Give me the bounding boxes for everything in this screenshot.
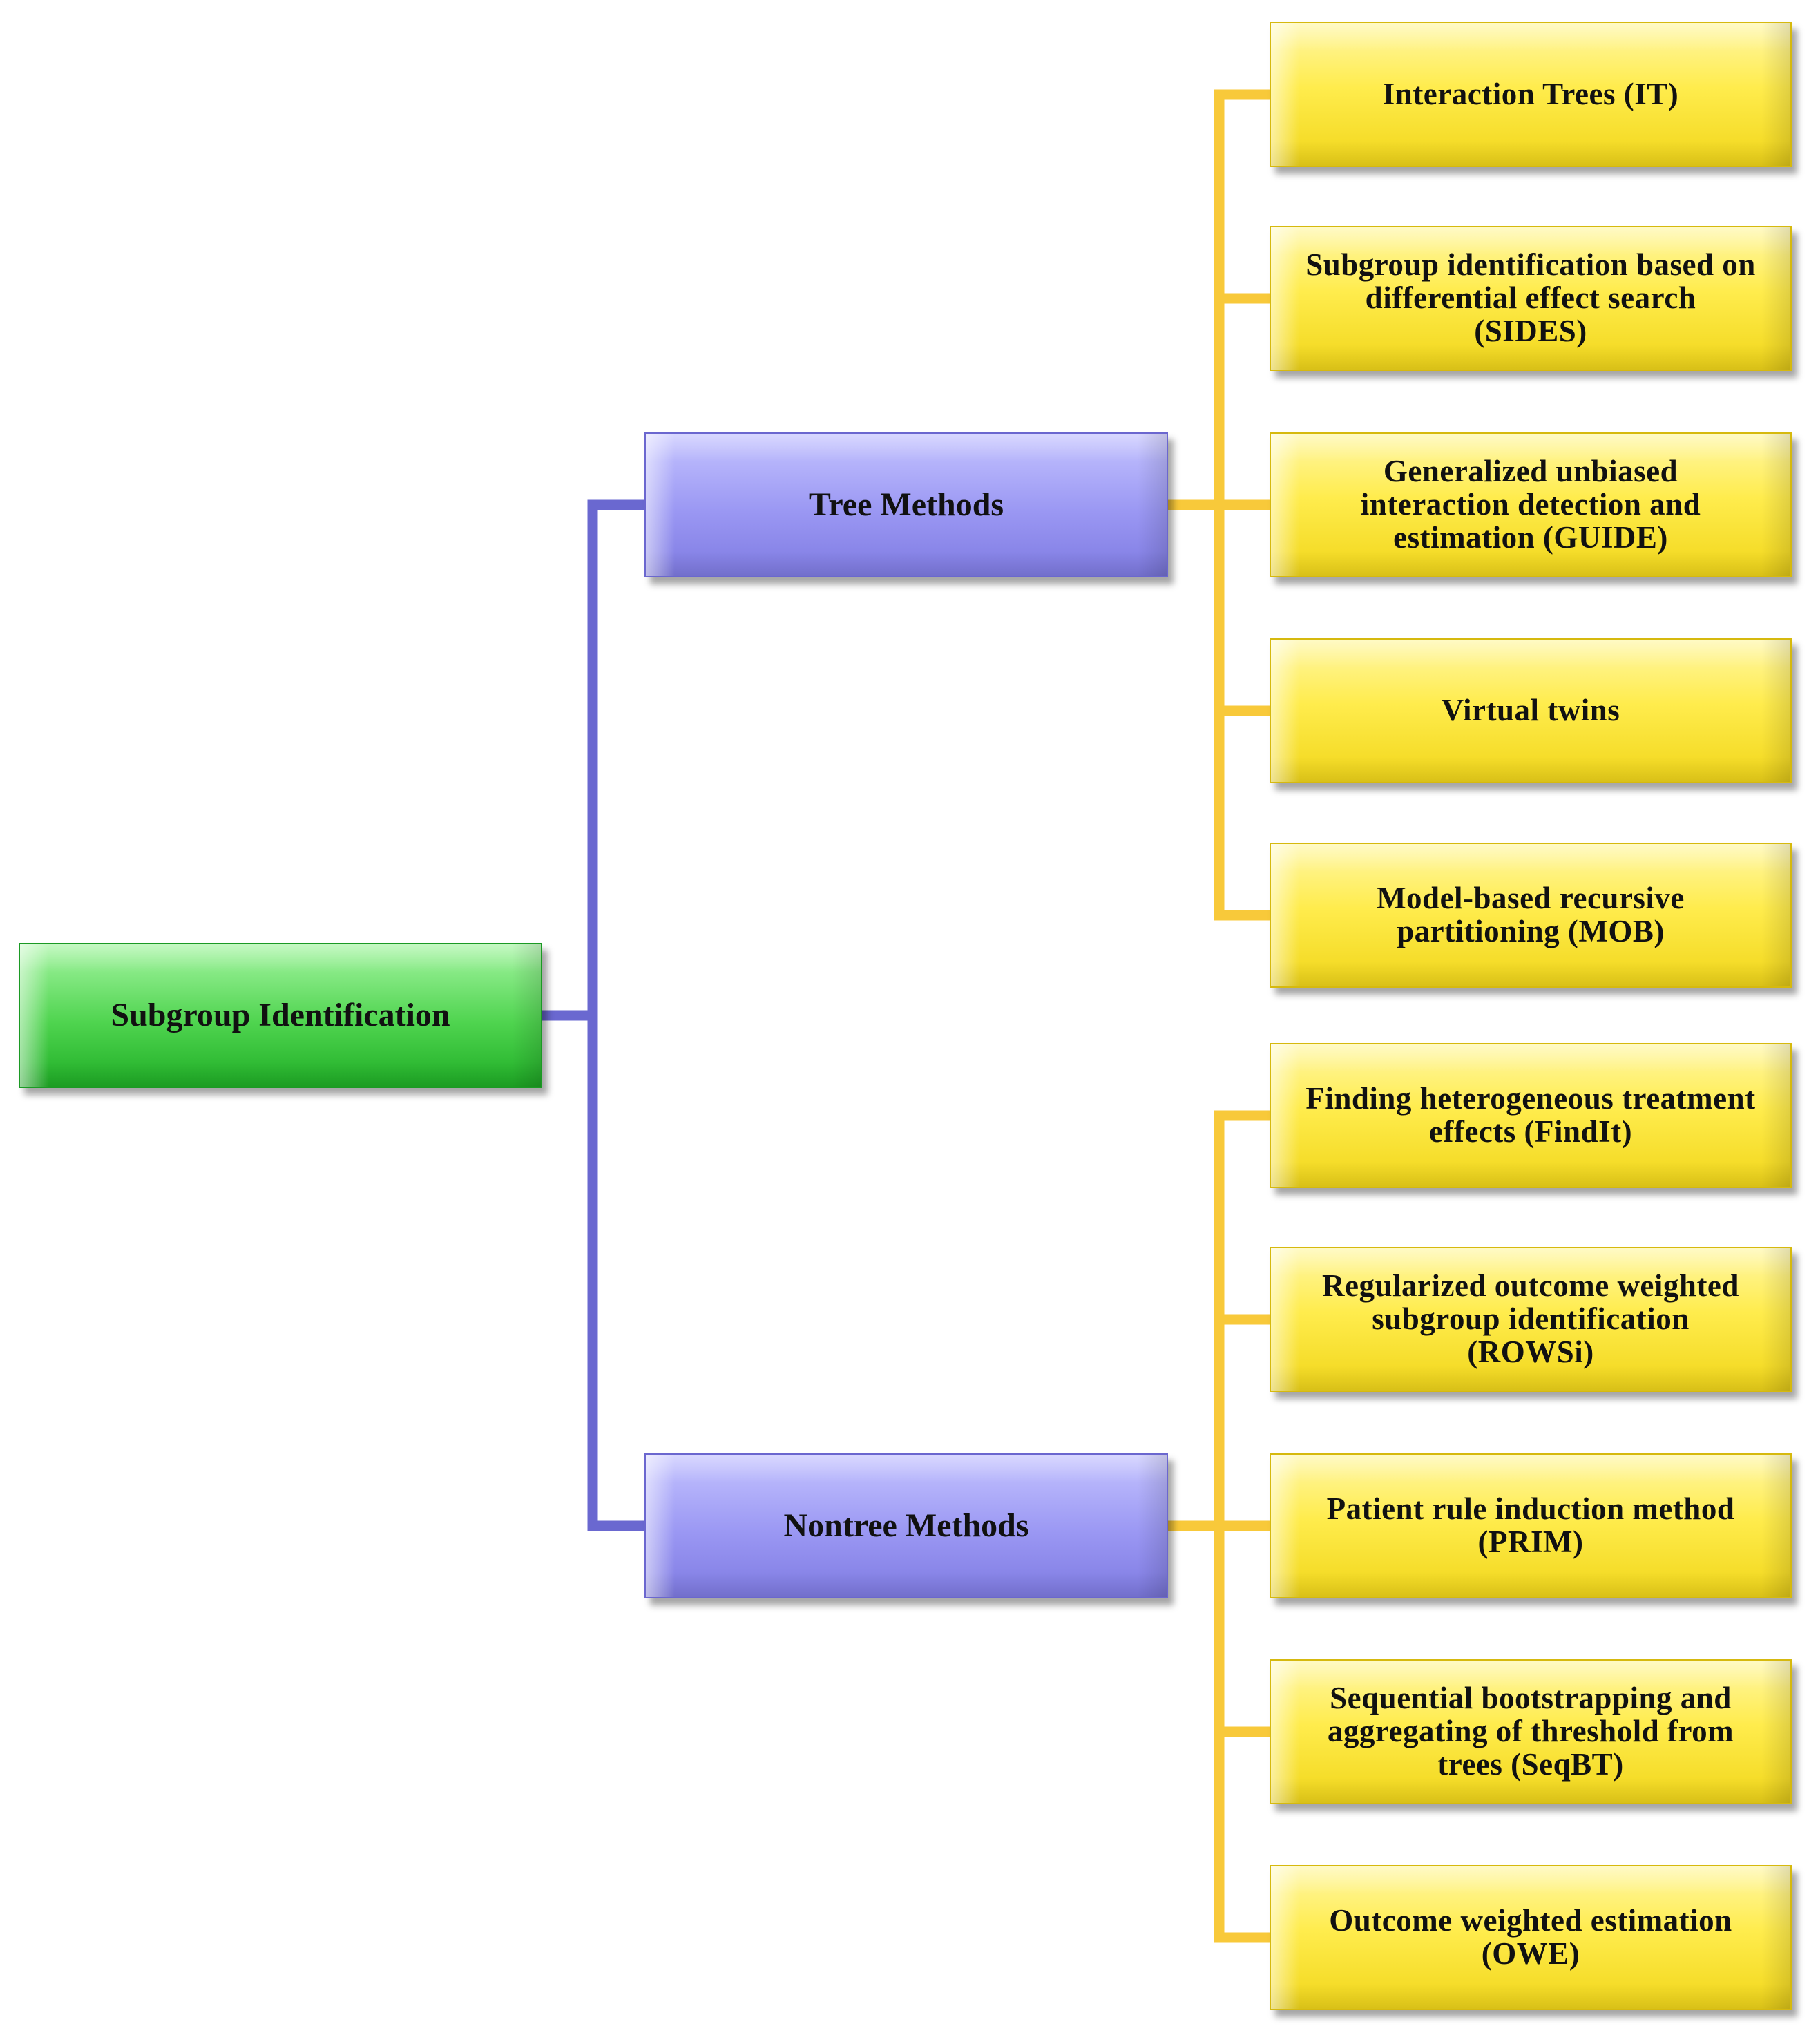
method-node-seqbt: Sequential bootstrapping and aggregating…	[1270, 1659, 1792, 1804]
method-node-mob: Model-based recursive partitioning (MOB)	[1270, 843, 1792, 988]
method-node-label: Regularized outcome weighted subgroup id…	[1322, 1268, 1739, 1369]
root-to-tree-methods-connector	[542, 499, 644, 1021]
method-node-virtual-twins: Virtual twins	[1270, 638, 1792, 783]
nontree-methods-connectors	[1168, 1110, 1270, 1943]
method-node-label: Patient rule induction method (PRIM)	[1326, 1491, 1735, 1559]
method-node-findit: Finding heterogeneous treatment effects …	[1270, 1043, 1792, 1188]
method-node-prim: Patient rule induction method (PRIM)	[1270, 1453, 1792, 1598]
root-to-nontree-methods-connector	[587, 1015, 644, 1531]
category-node-label: Nontree Methods	[783, 1507, 1029, 1544]
method-node-it: Interaction Trees (IT)	[1270, 22, 1792, 167]
category-node-label: Tree Methods	[808, 486, 1004, 523]
root-node-label: Subgroup Identification	[111, 996, 450, 1033]
category-node-tree-methods: Tree Methods	[644, 432, 1168, 577]
method-node-owe: Outcome weighted estimation (OWE)	[1270, 1865, 1792, 2010]
tree-methods-connectors	[1168, 89, 1270, 921]
method-node-label: Sequential bootstrapping and aggregating…	[1327, 1681, 1734, 1782]
method-node-guide: Generalized unbiased interaction detecti…	[1270, 432, 1792, 577]
method-node-label: Virtual twins	[1441, 693, 1620, 728]
method-node-label: Subgroup identification based on differe…	[1305, 247, 1756, 348]
root-node-subgroup-identification: Subgroup Identification	[19, 943, 542, 1088]
category-node-nontree-methods: Nontree Methods	[644, 1453, 1168, 1598]
method-node-label: Finding heterogeneous treatment effects …	[1305, 1081, 1756, 1149]
root-connectors	[542, 499, 644, 1531]
method-node-rowsi: Regularized outcome weighted subgroup id…	[1270, 1247, 1792, 1392]
method-node-label: Outcome weighted estimation (OWE)	[1329, 1903, 1732, 1971]
method-node-label: Generalized unbiased interaction detecti…	[1360, 454, 1701, 555]
method-node-label: Interaction Trees (IT)	[1382, 77, 1679, 112]
method-node-label: Model-based recursive partitioning (MOB)	[1377, 881, 1685, 948]
method-node-sides: Subgroup identification based on differe…	[1270, 226, 1792, 371]
